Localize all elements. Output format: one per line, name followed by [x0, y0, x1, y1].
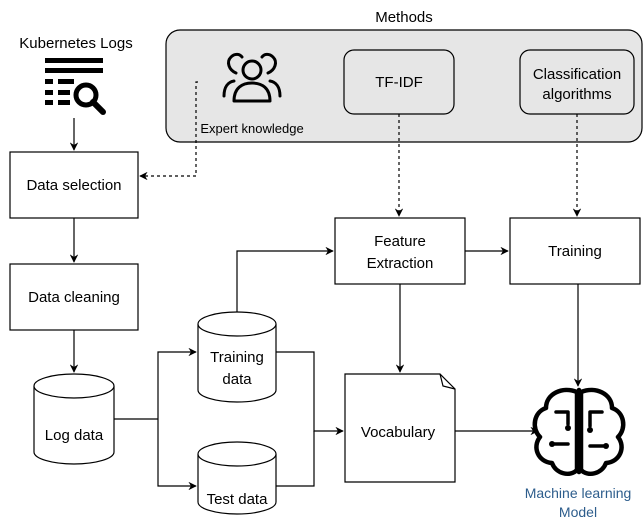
log-data-cylinder	[33, 373, 115, 465]
feature-extraction-label-line1: Feature	[374, 233, 426, 250]
data-selection-box	[9, 151, 139, 219]
classification-label-line1: Classification	[533, 66, 621, 83]
edge-training-data-to-vocab	[276, 351, 344, 436]
classification-label-line2: algorithms	[542, 86, 611, 103]
feature-extraction-box	[334, 217, 466, 285]
ml-model-label-line1: Machine learning	[525, 485, 632, 501]
vocabulary-document	[344, 373, 456, 483]
ml-model-label-line2: Model	[559, 504, 597, 520]
training-data-label-line1: Training	[210, 349, 264, 366]
training-box	[509, 217, 641, 285]
ml-model-icon	[532, 387, 626, 477]
test-data-cylinder	[197, 441, 277, 515]
edge-training-to-feature	[236, 246, 334, 312]
data-selection-label: Data selection	[26, 177, 121, 194]
edge-test-data-to-vocab	[276, 431, 315, 487]
edge-logdata-to-training	[157, 347, 197, 419]
edge-logdata-to-test	[157, 419, 197, 491]
methods-label: Methods	[375, 9, 433, 26]
test-data-label: Test data	[207, 491, 269, 508]
expert-knowledge-icon	[222, 52, 282, 103]
edge-expert-to-selection	[139, 81, 198, 181]
log-search-icon	[45, 58, 106, 115]
expert-knowledge-label: Expert knowledge	[200, 121, 303, 136]
tfidf-label: TF-IDF	[375, 74, 422, 91]
training-data-label-line2: data	[222, 371, 252, 388]
kubernetes-logs-title: Kubernetes Logs	[19, 35, 132, 52]
data-cleaning-box	[9, 263, 139, 331]
data-cleaning-label: Data cleaning	[28, 289, 120, 306]
feature-extraction-label-line2: Extraction	[367, 255, 434, 272]
log-data-label: Log data	[45, 427, 104, 444]
training-label: Training	[548, 243, 602, 260]
vocabulary-label: Vocabulary	[361, 424, 436, 441]
